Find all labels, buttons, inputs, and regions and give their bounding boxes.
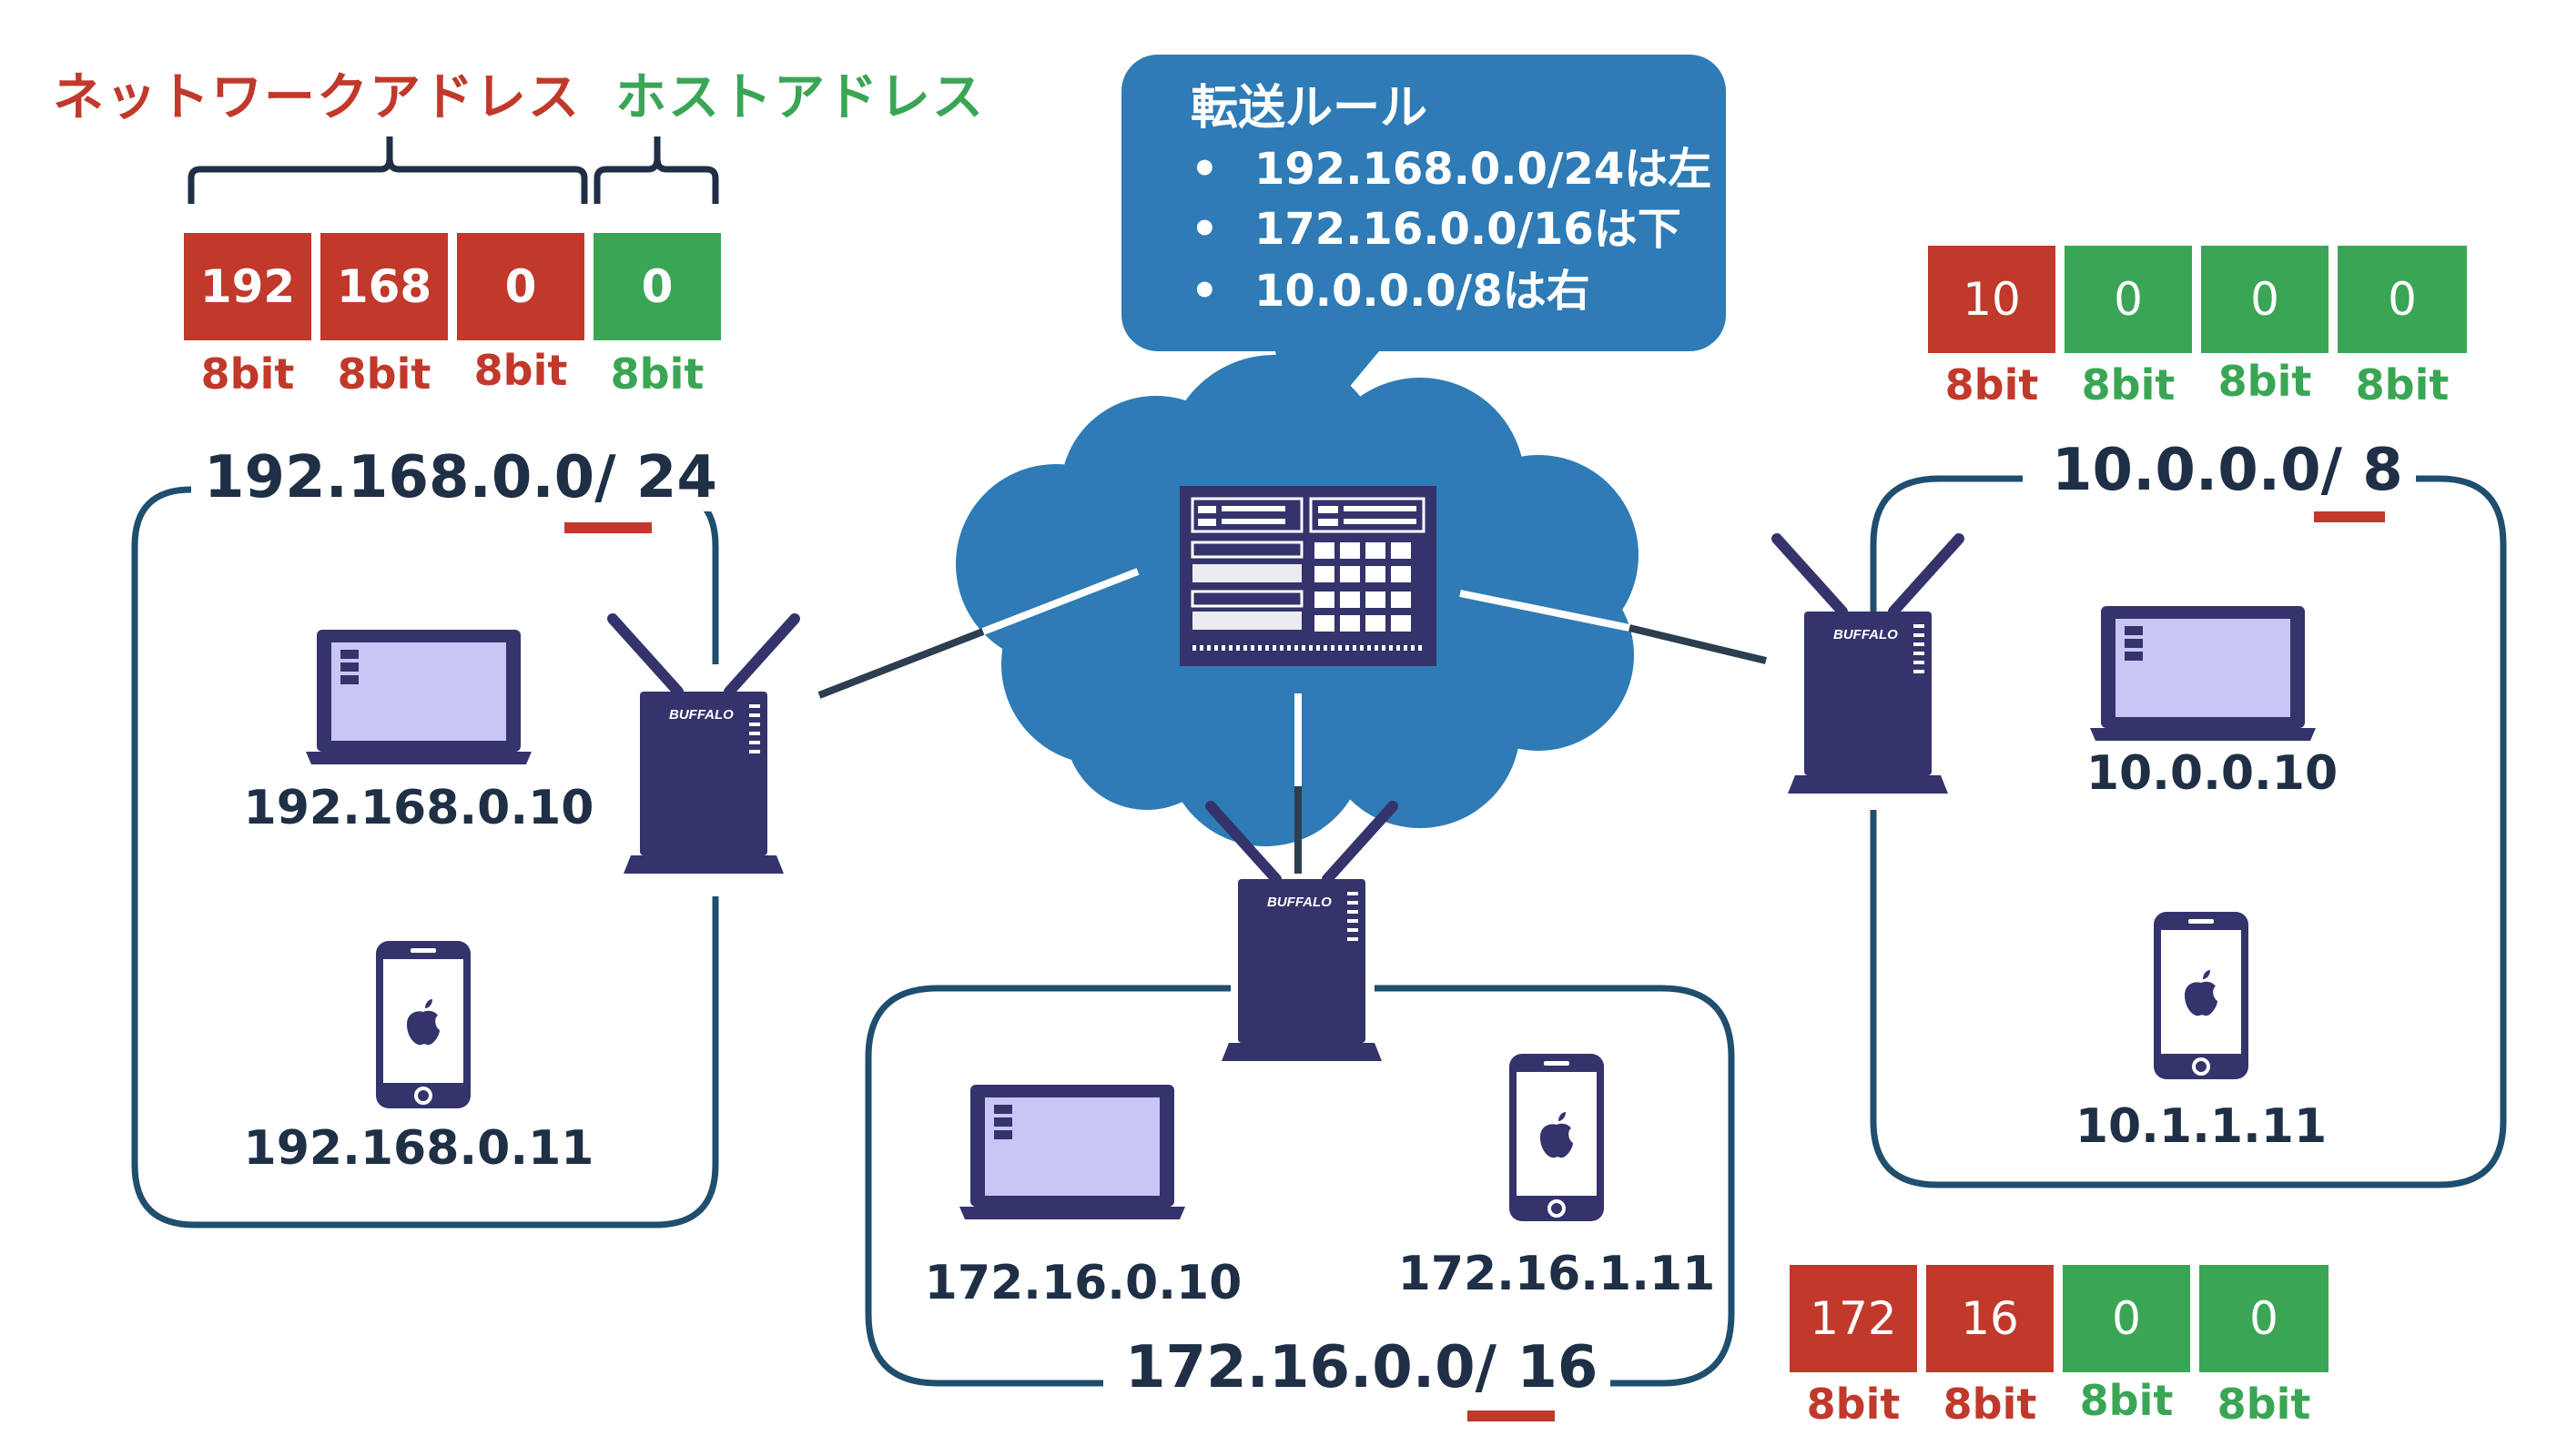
- transfer-rule-item: •10.0.0.0/8は右: [1191, 266, 1590, 317]
- transfer-rule-item: •192.168.0.0/24は左: [1191, 144, 1712, 195]
- transfer-rule-item: •172.16.0.0/16は下: [1191, 204, 1681, 255]
- device-ip-phone-left: 192.168.0.11: [243, 1121, 594, 1176]
- network-address: 192.168.0.0/: [204, 444, 616, 511]
- smartphone-icon: [1507, 1052, 1606, 1223]
- rule-text: 192.168.0.0/24は左: [1254, 144, 1712, 195]
- octet-cell: 172: [1790, 1265, 1917, 1372]
- octet-cell: 0: [457, 233, 584, 340]
- octet-cell: 10: [1928, 246, 2055, 353]
- smartphone-icon: [2152, 910, 2250, 1081]
- network-left-outline: [131, 486, 719, 1228]
- octet-cell: 0: [2063, 1265, 2190, 1372]
- octet-cell: 192: [184, 233, 311, 340]
- link-right: [1459, 590, 1767, 664]
- device-ip-laptop-right: 10.0.0.10: [2085, 746, 2339, 801]
- bit-label: 8bit: [473, 346, 568, 395]
- network-right-outline: [1870, 475, 2507, 1188]
- prefix-length: 16: [1517, 1334, 1598, 1401]
- server-rack-icon: [1180, 486, 1436, 666]
- brace-icon: [594, 136, 719, 204]
- device-ip-laptop-bottom: 172.16.0.10: [924, 1256, 1243, 1310]
- bit-label: 8bit: [2355, 360, 2450, 410]
- cloud-icon: [956, 355, 1639, 846]
- octet-cell: 0: [2338, 246, 2467, 353]
- wireless-router-icon: [1777, 539, 1959, 794]
- network-address-label: ネットワークアドレス: [53, 68, 581, 127]
- octet-cell: 0: [594, 233, 721, 340]
- device-ip-phone-right: 10.1.1.11: [2075, 1099, 2328, 1154]
- network-title-right: 10.0.0.0/ 8: [2039, 437, 2416, 504]
- network-address: 10.0.0.0/: [2052, 437, 2342, 504]
- octet-cell: 0: [2065, 246, 2192, 353]
- network-bottom-outline: [865, 985, 1735, 1387]
- rule-text: 10.0.0.0/8は右: [1254, 266, 1590, 317]
- bit-label: 8bit: [2081, 360, 2176, 410]
- bit-label: 8bit: [1943, 1380, 2037, 1429]
- octet-cell: 16: [1926, 1265, 2054, 1372]
- link-left: [817, 568, 1140, 699]
- host-address-label: ホストアドレス: [615, 68, 985, 127]
- prefix-length: 24: [635, 444, 717, 511]
- bit-label: 8bit: [2079, 1376, 2174, 1425]
- transfer-rule-title: 転送ルール: [1191, 81, 1428, 136]
- octet-cell: 168: [320, 233, 448, 340]
- network-address: 172.16.0.0/: [1125, 1334, 1497, 1401]
- transfer-rule-bubble: [1121, 55, 1726, 455]
- bit-label: 8bit: [1944, 360, 2039, 410]
- bit-label: 8bit: [1806, 1380, 1901, 1429]
- bit-label: 8bit: [200, 349, 295, 399]
- brace-icon: [188, 136, 588, 204]
- device-ip-laptop-left: 192.168.0.10: [243, 781, 594, 835]
- bit-label: 8bit: [2217, 1380, 2311, 1429]
- smartphone-icon: [374, 939, 472, 1110]
- wireless-router-icon: [613, 619, 795, 874]
- bit-label: 8bit: [337, 349, 431, 399]
- laptop-icon: [2090, 606, 2316, 741]
- prefix-underline-bottom: [1467, 1410, 1555, 1421]
- network-title-left: 192.168.0.0/ 24: [191, 444, 730, 511]
- octet-cell: 0: [2201, 246, 2329, 353]
- bit-label: 8bit: [610, 349, 705, 399]
- prefix-underline-right: [2314, 511, 2385, 522]
- network-title-bottom: 172.16.0.0/ 16: [1112, 1334, 1611, 1401]
- bit-label: 8bit: [2217, 357, 2312, 406]
- octet-cell: 0: [2199, 1265, 2329, 1372]
- laptop-icon: [306, 630, 532, 764]
- prefix-length: 8: [2362, 437, 2403, 504]
- prefix-underline-left: [564, 522, 652, 533]
- device-ip-phone-bottom: 172.16.1.11: [1397, 1247, 1716, 1301]
- laptop-icon: [959, 1085, 1185, 1219]
- rule-text: 172.16.0.0/16は下: [1254, 204, 1681, 255]
